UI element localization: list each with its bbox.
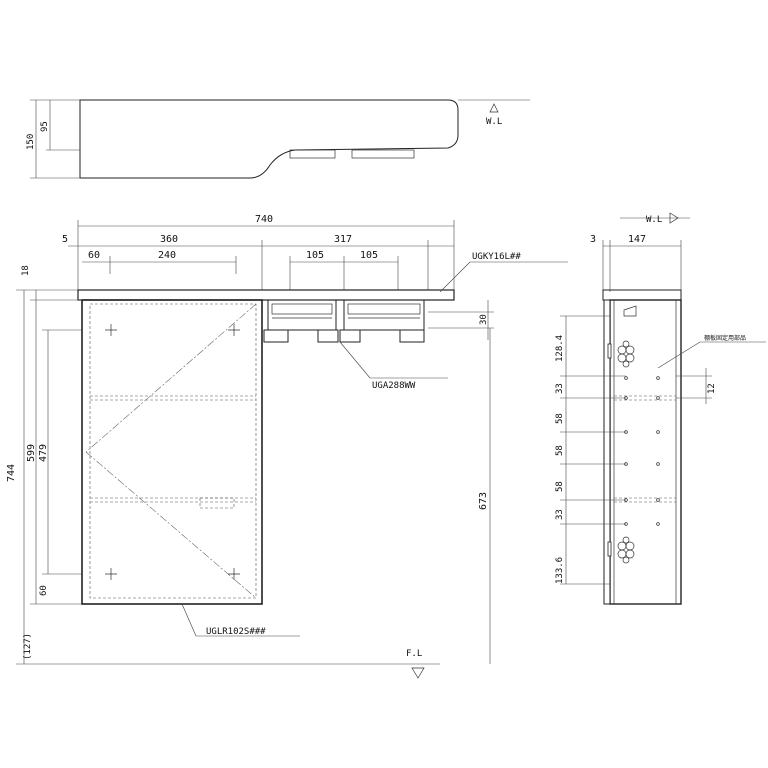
- callout-shelf-fixing-part: 棚板固定用部品: [704, 334, 746, 342]
- dim-60-width: 60: [88, 250, 100, 261]
- dim-240: 240: [158, 250, 176, 261]
- dim-147: 147: [628, 234, 646, 245]
- fl-label: F.L: [406, 649, 422, 659]
- dim-317: 317: [334, 234, 352, 245]
- dim-3: 3: [590, 234, 596, 245]
- dim-599: 599: [26, 444, 37, 462]
- dim-740: 740: [255, 214, 273, 225]
- dim-58-lower: 58: [555, 481, 565, 492]
- dim-58-middle: 58: [555, 445, 565, 456]
- model-counter: UGKY16L##: [472, 252, 521, 262]
- dim-105-right: 105: [360, 250, 378, 261]
- dim-top-95: 95: [40, 121, 50, 132]
- wl-label-top: W.L: [486, 117, 502, 127]
- model-cabinet: UGLR102S###: [206, 627, 266, 637]
- dim-top-150: 150: [26, 134, 36, 150]
- dim-360: 360: [160, 234, 178, 245]
- dim-105-left: 105: [306, 250, 324, 261]
- dim-127: (127): [23, 633, 33, 660]
- dim-58-upper: 58: [555, 413, 565, 424]
- side-view: [560, 212, 766, 605]
- dim-12: 12: [707, 383, 717, 394]
- dim-128-4: 128.4: [555, 335, 565, 362]
- dim-744: 744: [6, 464, 17, 482]
- dim-5: 5: [62, 234, 68, 245]
- dim-18: 18: [21, 265, 31, 276]
- dim-479: 479: [38, 444, 49, 462]
- model-paper-holder: UGA288WW: [372, 381, 416, 391]
- dim-30: 30: [479, 314, 489, 325]
- wl-label-side: W.L: [646, 215, 662, 225]
- dim-33-lower: 33: [555, 509, 565, 520]
- dim-33-upper: 33: [555, 383, 565, 394]
- top-plan-view: [30, 99, 530, 179]
- dim-133-6: 133.6: [555, 557, 565, 584]
- dim-60-height: 60: [39, 585, 49, 596]
- dim-673: 673: [478, 492, 489, 510]
- front-view: [16, 220, 568, 679]
